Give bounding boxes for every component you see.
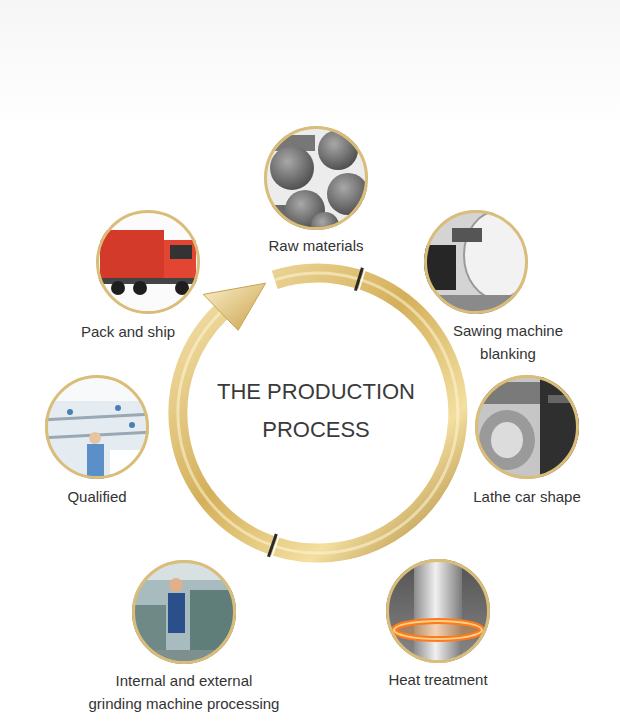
step-label: Lathe car shape <box>457 485 597 508</box>
step-circle <box>424 210 528 314</box>
step-label: Raw materials <box>246 234 386 257</box>
inspector <box>87 444 104 480</box>
process-step: Internal and external grinding machine p… <box>88 560 281 717</box>
step-label: Sawing machine blanking <box>443 319 573 365</box>
step-label: Qualified <box>37 485 157 508</box>
glow <box>392 619 484 641</box>
sawing-photo <box>420 206 532 320</box>
step-circle <box>132 560 236 664</box>
process-step: Raw materials <box>246 126 386 259</box>
truck-wheel <box>133 281 147 295</box>
step-circle-border <box>426 212 527 313</box>
truck-photo <box>92 206 204 318</box>
process-step: Qualified <box>37 375 157 510</box>
ring-separator <box>355 268 362 291</box>
worker <box>168 593 185 633</box>
worker <box>129 422 135 428</box>
work-bench <box>41 414 153 420</box>
worker <box>115 405 121 411</box>
ring-arrowhead <box>203 283 265 330</box>
step-circle <box>475 375 579 479</box>
lathe-chuck <box>479 410 535 470</box>
grinding-photo <box>128 556 240 670</box>
ring-separator <box>272 535 280 558</box>
photo-ground <box>92 206 204 318</box>
photo-ground <box>41 371 153 483</box>
truck-wheel <box>111 281 125 295</box>
process-step: Pack and ship <box>63 210 200 345</box>
truck-window <box>170 245 192 259</box>
process-step: Heat treatment <box>368 559 508 693</box>
step-label: Pack and ship <box>63 320 193 343</box>
step-circle <box>45 375 149 479</box>
machine-arm <box>452 228 482 242</box>
process-step: Sawing machine blanking <box>424 210 573 367</box>
step-circle-border <box>266 128 367 229</box>
raw-materials-photo <box>255 120 372 240</box>
bar-end <box>270 146 314 190</box>
workshop-floor <box>128 650 240 670</box>
worker <box>169 578 183 592</box>
work-table <box>110 450 150 475</box>
truck-box <box>100 230 164 278</box>
step-circle <box>264 126 368 230</box>
step-label: Heat treatment <box>368 668 508 691</box>
steel-shaft <box>414 555 462 667</box>
step-circle <box>386 559 490 663</box>
step-label: Internal and external grinding machine p… <box>88 669 281 715</box>
step-circle-border <box>47 377 148 478</box>
induction-coil <box>394 621 482 639</box>
worker <box>67 409 73 415</box>
ring-band <box>178 273 458 553</box>
diagram-title: THE PRODUCTION PROCESS <box>206 373 426 449</box>
step-circle-border <box>98 212 199 313</box>
inspection-photo <box>41 371 153 483</box>
bar-end <box>318 130 358 170</box>
photo-ground <box>382 555 494 667</box>
lathe-photo <box>471 371 585 483</box>
cycle-ring <box>178 268 458 558</box>
ring-highlight <box>178 273 458 553</box>
induction-coil <box>394 621 482 639</box>
lathe-chuck <box>491 422 523 458</box>
step-circle-border <box>477 377 578 478</box>
photo-ground <box>260 120 372 232</box>
inspector <box>89 432 101 444</box>
truck-cab <box>164 240 196 280</box>
process-step: Lathe car shape <box>457 375 597 510</box>
step-circle <box>96 210 200 314</box>
step-circle-border <box>388 561 489 662</box>
ring-separator <box>358 269 365 292</box>
step-circle-border <box>134 562 235 663</box>
heat-treatment-photo <box>382 555 494 667</box>
